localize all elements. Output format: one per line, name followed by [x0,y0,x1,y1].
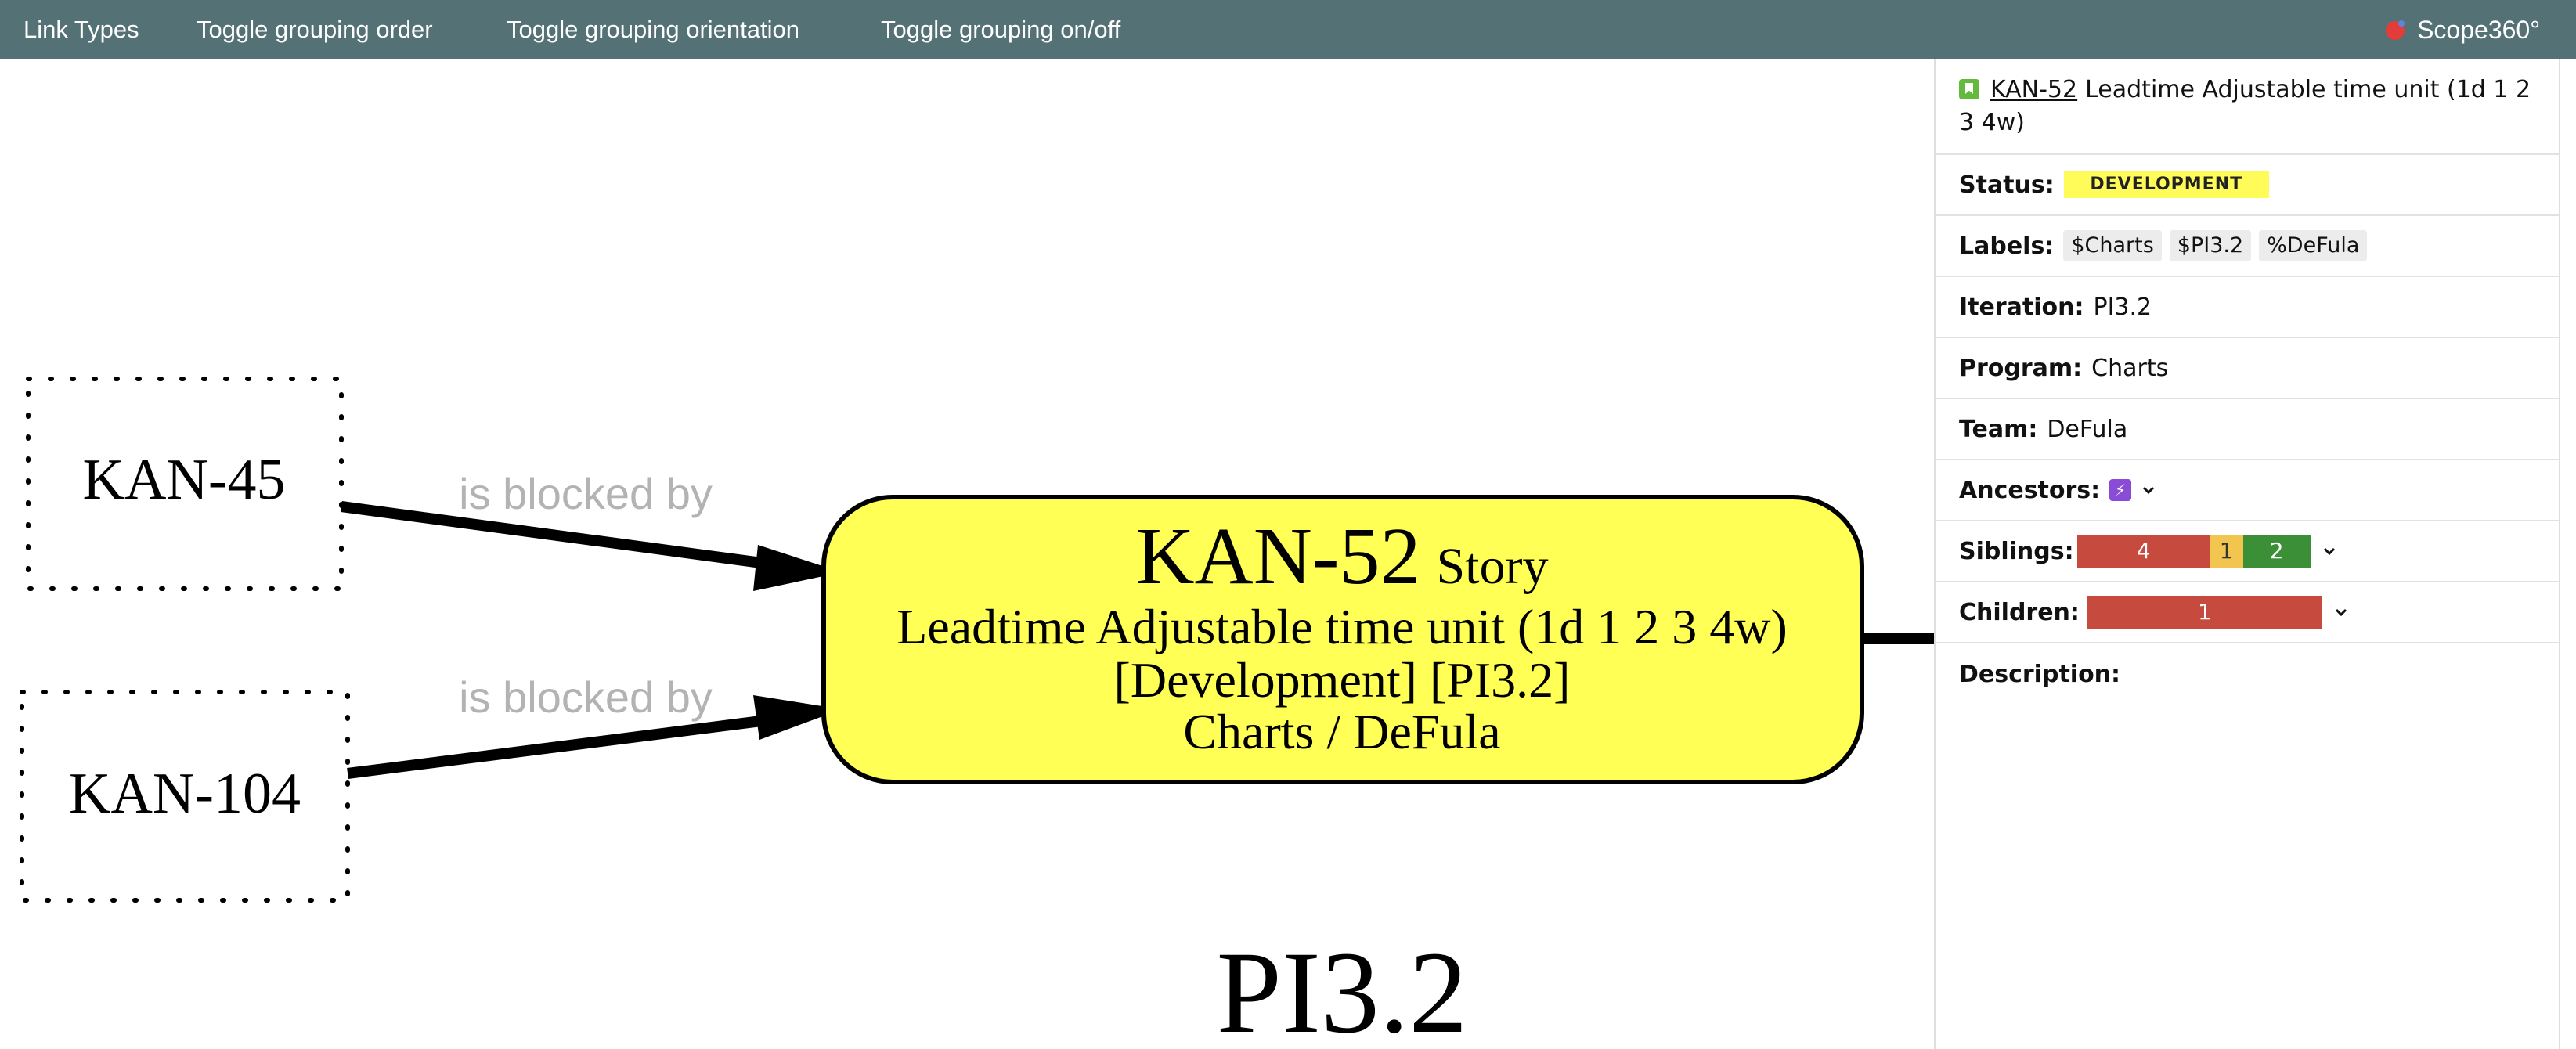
labels-label: Labels: [1959,232,2055,260]
edge-kan-104-to-kan-52: is blocked by [347,672,842,779]
iteration-row: Iteration: PI3.2 [1936,277,2559,338]
scope360-logo-icon [2386,20,2405,40]
description-row: Description: [1936,643,2559,705]
dependency-graph: KAN-45 KAN-104 is blocked by is blocked … [20,377,1934,1049]
iteration-value: PI3.2 [2093,293,2152,321]
node-kan-45[interactable]: KAN-45 [26,377,344,591]
node-kan-104[interactable]: KAN-104 [20,690,350,903]
program-row: Program: Charts [1936,338,2559,399]
node-kan-52-meta: [Development] [PI3.2] [1114,652,1571,708]
program-value: Charts [2091,354,2169,382]
team-label: Team: [1959,415,2038,443]
node-kan-52-summary: Leadtime Adjustable time unit (1d 1 2 3 … [897,599,1788,654]
ancestors-expand-chevron-icon[interactable] [2139,481,2158,499]
siblings-label: Siblings: [1959,537,2074,565]
children-label: Children: [1959,598,2080,626]
children-expand-chevron-icon[interactable] [2332,603,2351,622]
label-chip: $Charts [2063,230,2162,261]
issue-key-link[interactable]: KAN-52 [1990,76,2078,103]
issue-summary: Leadtime Adjustable time unit (1d 1 2 3 … [1959,76,2531,136]
siblings-segment[interactable]: 2 [2242,535,2311,568]
ancestors-label: Ancestors: [1959,476,2101,504]
status-row: Status: DEVELOPMENT [1936,155,2559,216]
siblings-expand-chevron-icon[interactable] [2320,542,2339,561]
svg-text:KAN-52 Story: KAN-52 Story [1136,511,1549,601]
story-icon [1959,79,1979,99]
program-label: Program: [1959,354,2083,382]
description-label: Description: [1959,660,2121,688]
link-types-button[interactable]: Link Types [23,16,139,43]
status-badge: DEVELOPMENT [2063,171,2269,198]
children-row: Children: 1 [1936,582,2559,643]
iteration-label: Iteration: [1959,293,2084,321]
toggle-grouping-order-button[interactable]: Toggle grouping order [197,16,433,43]
labels-row: Labels: $Charts $PI3.2 %DeFula [1936,216,2559,277]
node-kan-52[interactable]: KAN-52 Story Leadtime Adjustable time un… [821,495,1864,784]
group-label: PI3.2 [1217,928,1468,1049]
epic-icon: ⚡ [2109,479,2132,501]
toggle-grouping-onoff-button[interactable]: Toggle grouping on/off [881,16,1121,43]
node-kan-52-key: KAN-52 [1136,511,1421,601]
top-toolbar: Link Types Toggle grouping order Toggle … [0,0,2576,59]
team-value: DeFula [2047,415,2128,443]
brand-name: Scope360° [2417,15,2540,44]
label-chip: %DeFula [2259,230,2368,261]
ancestors-row: Ancestors: ⚡ [1936,460,2559,521]
label-chip: $PI3.2 [2169,230,2252,261]
children-segment[interactable]: 1 [2087,596,2322,629]
node-kan-104-label: KAN-104 [69,762,301,826]
status-label: Status: [1959,171,2055,199]
edge-label-1: is blocked by [459,469,713,518]
siblings-segment[interactable]: 1 [2210,535,2243,568]
graph-canvas[interactable]: KAN-45 KAN-104 is blocked by is blocked … [0,59,1934,1049]
edge-label-2: is blocked by [459,672,713,722]
toggle-grouping-orientation-button[interactable]: Toggle grouping orientation [507,16,799,43]
brand: Scope360° [2384,0,2540,59]
edge-kan-45-to-kan-52: is blocked by [341,469,842,591]
siblings-segment[interactable]: 4 [2076,535,2210,568]
team-row: Team: DeFula [1936,399,2559,460]
node-kan-52-type: Story [1436,538,1548,595]
node-kan-45-label: KAN-45 [83,448,286,512]
node-kan-52-team: Charts / DeFula [1183,704,1500,759]
